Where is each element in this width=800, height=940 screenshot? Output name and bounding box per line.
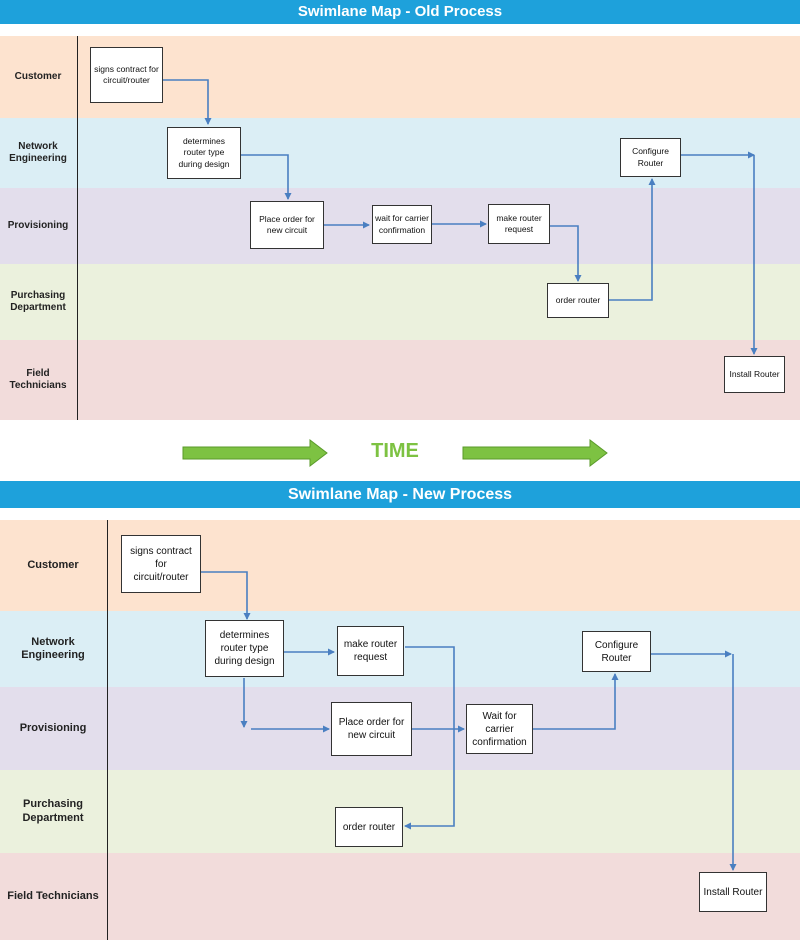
time-arrow-left — [182, 438, 328, 468]
old-step-configure-router: Configure Router — [620, 138, 681, 177]
old-arrow-request-to-order-router — [550, 225, 582, 282]
new-lane-label-provisioning: Provisioning — [19, 721, 87, 734]
old-lane-label-provisioning: Provisioning — [7, 220, 69, 231]
old-lane-label-network-engineering: Network Engineering — [9, 141, 67, 164]
new-lane-label-purchasing: Purchasing Department — [22, 798, 84, 824]
old-arrow-order-router-to-configure — [609, 178, 656, 301]
time-label: TIME — [371, 440, 419, 462]
new-process-header: Swimlane Map - New Process — [0, 481, 800, 508]
old-lane-field-technicians — [0, 340, 800, 420]
old-lane-label-field-technicians: Field Technicians — [9, 368, 67, 391]
new-step-install-router: Install Router — [699, 872, 767, 912]
new-lane-label-network-engineering: Network Engineering — [21, 635, 85, 661]
old-process-header: Swimlane Map - Old Process — [0, 0, 800, 24]
old-step-make-router-request: make router request — [488, 204, 550, 244]
old-arrow-contract-to-design — [163, 79, 212, 125]
old-lane-purchasing — [0, 264, 800, 340]
new-step-wait-for-carrier: Wait for carrier confirmation — [466, 704, 533, 754]
old-step-place-order: Place order for new circuit — [250, 201, 324, 249]
new-step-signs-contract: signs contract for circuit/router — [121, 535, 201, 593]
new-lane-label-field-technicians: Field Technicians — [7, 889, 99, 902]
old-lane-label-customer: Customer — [14, 71, 62, 82]
new-step-order-router: order router — [335, 807, 403, 847]
old-step-order-router: order router — [547, 283, 609, 318]
new-arrow-contract-to-design — [201, 571, 251, 620]
new-step-place-order: Place order for new circuit — [331, 702, 412, 756]
new-lane-label-customer: Customer — [27, 558, 79, 571]
old-lane-divider — [77, 36, 78, 420]
old-arrow-design-to-order — [241, 154, 292, 200]
old-step-wait-for-carrier: wait for carrier confirmation — [372, 205, 432, 244]
new-step-make-router-request: make router request — [337, 626, 404, 676]
new-arrow-request-to-order-router — [404, 646, 455, 830]
old-step-install-router: Install Router — [724, 356, 785, 393]
new-step-configure-router: Configure Router — [582, 631, 651, 672]
time-arrow-right — [462, 438, 608, 468]
new-step-determines-router-type: determines router type during design — [205, 620, 284, 677]
new-lane-divider — [107, 520, 108, 940]
new-arrow-wait-to-configure — [533, 673, 619, 730]
new-lane-field-technicians — [0, 853, 800, 940]
old-step-determines-router-type: determines router type during design — [167, 127, 241, 179]
old-step-signs-contract: signs contract for circuit/router — [90, 47, 163, 103]
old-lane-label-purchasing: Purchasing Department — [10, 290, 66, 313]
